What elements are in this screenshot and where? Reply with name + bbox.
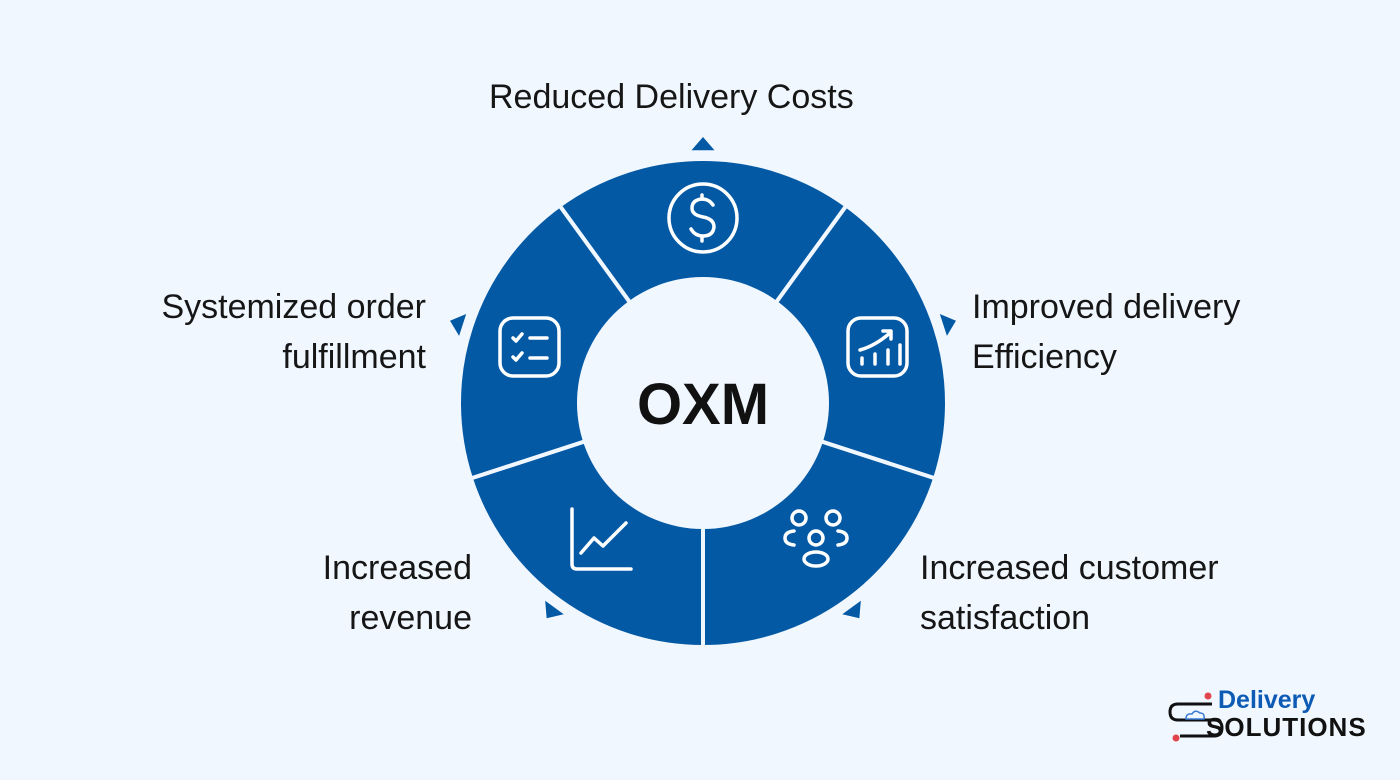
dollar-circle-icon bbox=[667, 182, 739, 254]
label-line: Reduced Delivery Costs bbox=[489, 78, 854, 116]
label-line: Increased bbox=[322, 549, 472, 587]
label-line: revenue bbox=[349, 599, 472, 637]
label-line: satisfaction bbox=[920, 599, 1091, 637]
label-line: Efficiency bbox=[972, 338, 1117, 376]
center-label: OXM bbox=[637, 372, 769, 437]
pointer-triangle-icon bbox=[842, 600, 861, 619]
logo-text-solutions: SOLUTIONS bbox=[1206, 712, 1367, 742]
label-reduced-delivery-costs: Reduced Delivery Costs bbox=[489, 72, 854, 122]
logo-text-delivery: Delivery bbox=[1218, 686, 1316, 714]
pointer-triangle-icon bbox=[545, 600, 564, 619]
center-circle bbox=[577, 277, 829, 529]
label-increased-customer-satisfaction: Increased customer satisfaction bbox=[920, 543, 1219, 643]
label-line: fulfillment bbox=[282, 338, 426, 376]
logo-route-icon bbox=[1168, 692, 1224, 742]
line-chart-icon bbox=[570, 507, 633, 571]
label-increased-revenue: Increased revenue bbox=[323, 543, 472, 643]
label-line: Improved delivery bbox=[972, 288, 1241, 326]
label-improved-delivery-efficiency: Improved delivery Efficiency bbox=[972, 282, 1240, 382]
customer-group-icon bbox=[783, 509, 849, 568]
label-line: Systemized order bbox=[161, 288, 426, 326]
pointer-triangle-icon bbox=[691, 137, 715, 151]
label-line: Increased customer bbox=[920, 549, 1219, 587]
label-systemized-order-fulfillment: Systemized order fulfillment bbox=[161, 282, 426, 382]
pointer-triangle-icon bbox=[939, 313, 956, 336]
pointer-triangle-icon bbox=[450, 313, 467, 336]
checklist-icon bbox=[498, 316, 561, 378]
growth-bar-chart-icon bbox=[846, 316, 909, 378]
delivery-solutions-logo: Delivery SOLUTIONS bbox=[1168, 686, 1378, 748]
